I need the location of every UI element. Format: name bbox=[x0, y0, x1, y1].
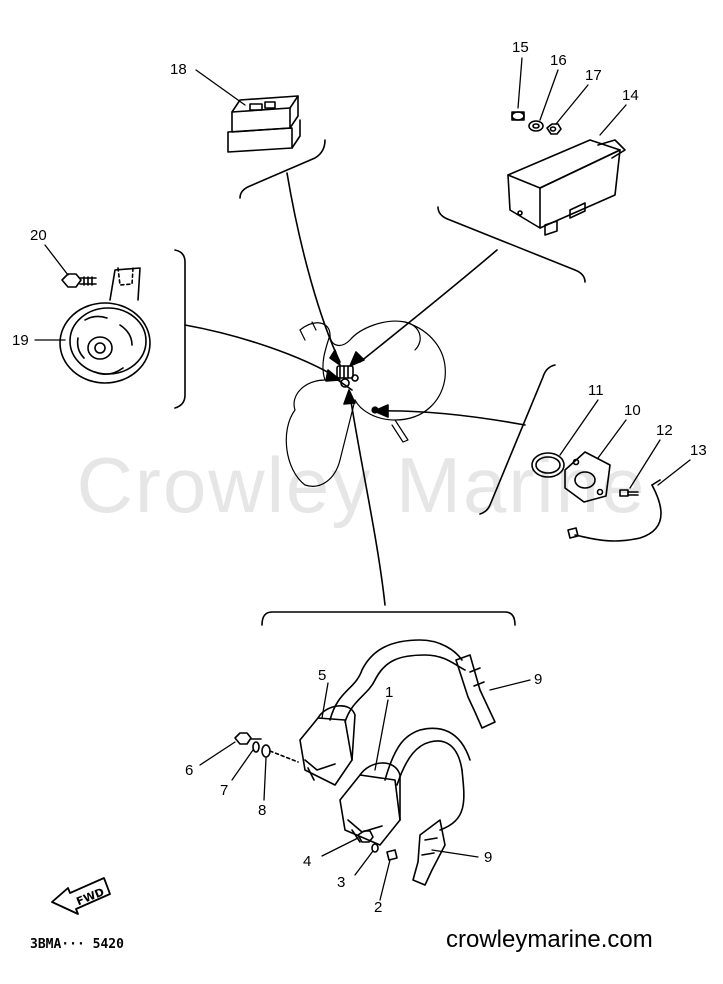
plug-cap-part-9a bbox=[439, 654, 496, 831]
fwd-arrow: FWD bbox=[51, 877, 111, 915]
nut-part-4 bbox=[357, 830, 374, 843]
callout-5: 5 bbox=[318, 667, 326, 684]
callout-9-lower: 9 bbox=[484, 849, 492, 866]
screw-part-2 bbox=[386, 849, 398, 861]
callout-13: 13 bbox=[690, 442, 707, 459]
cdi-unit-part-14 bbox=[507, 139, 626, 236]
diagram-code: 3BMA··· 5420 bbox=[30, 937, 124, 952]
callout-8: 8 bbox=[258, 802, 266, 819]
callout-9-upper: 9 bbox=[534, 671, 542, 688]
callout-4: 4 bbox=[303, 853, 311, 870]
callout-1: 1 bbox=[385, 684, 393, 701]
leader-lines bbox=[184, 172, 526, 606]
collar-part-8 bbox=[261, 744, 299, 763]
site-url[interactable]: crowleymarine.com bbox=[446, 926, 653, 953]
ignition-coil-part-5 bbox=[299, 639, 466, 786]
callout-16: 16 bbox=[550, 52, 567, 69]
callout-15: 15 bbox=[512, 39, 529, 56]
callout-7: 7 bbox=[220, 782, 228, 799]
washer-part-3 bbox=[371, 843, 379, 853]
pickup-part-10 bbox=[564, 451, 611, 503]
bolt-part-6 bbox=[234, 732, 262, 745]
callout-19: 19 bbox=[12, 332, 29, 349]
callout-12: 12 bbox=[656, 422, 673, 439]
lead-wire-part-13 bbox=[567, 479, 662, 542]
nut-part-17 bbox=[546, 123, 562, 135]
callout-6: 6 bbox=[185, 762, 193, 779]
callout-11: 11 bbox=[588, 382, 604, 399]
callout-numbers: 18 15 16 17 14 20 19 11 10 12 13 5 1 9 6… bbox=[12, 39, 707, 916]
callout-2: 2 bbox=[374, 899, 382, 916]
o-ring-part-11 bbox=[531, 452, 565, 478]
callout-20: 20 bbox=[30, 227, 47, 244]
callout-leaders bbox=[34, 57, 691, 901]
callout-10: 10 bbox=[624, 402, 641, 419]
washer-part-16 bbox=[528, 120, 544, 132]
screw-part-12 bbox=[619, 489, 639, 497]
plug-cap-part-9b bbox=[412, 819, 446, 886]
washer-part-7 bbox=[252, 741, 260, 753]
relay-part-18 bbox=[227, 95, 301, 153]
callout-18: 18 bbox=[170, 61, 187, 78]
callout-3: 3 bbox=[337, 874, 345, 891]
callout-17: 17 bbox=[585, 67, 602, 84]
horn-part-19 bbox=[59, 267, 151, 384]
frame-outline bbox=[285, 320, 446, 487]
bolt-part-15 bbox=[511, 111, 525, 121]
group-brackets bbox=[174, 139, 586, 626]
callout-14: 14 bbox=[622, 87, 639, 104]
bolt-part-20 bbox=[61, 273, 97, 288]
ignition-coil-part-1 bbox=[339, 727, 471, 846]
